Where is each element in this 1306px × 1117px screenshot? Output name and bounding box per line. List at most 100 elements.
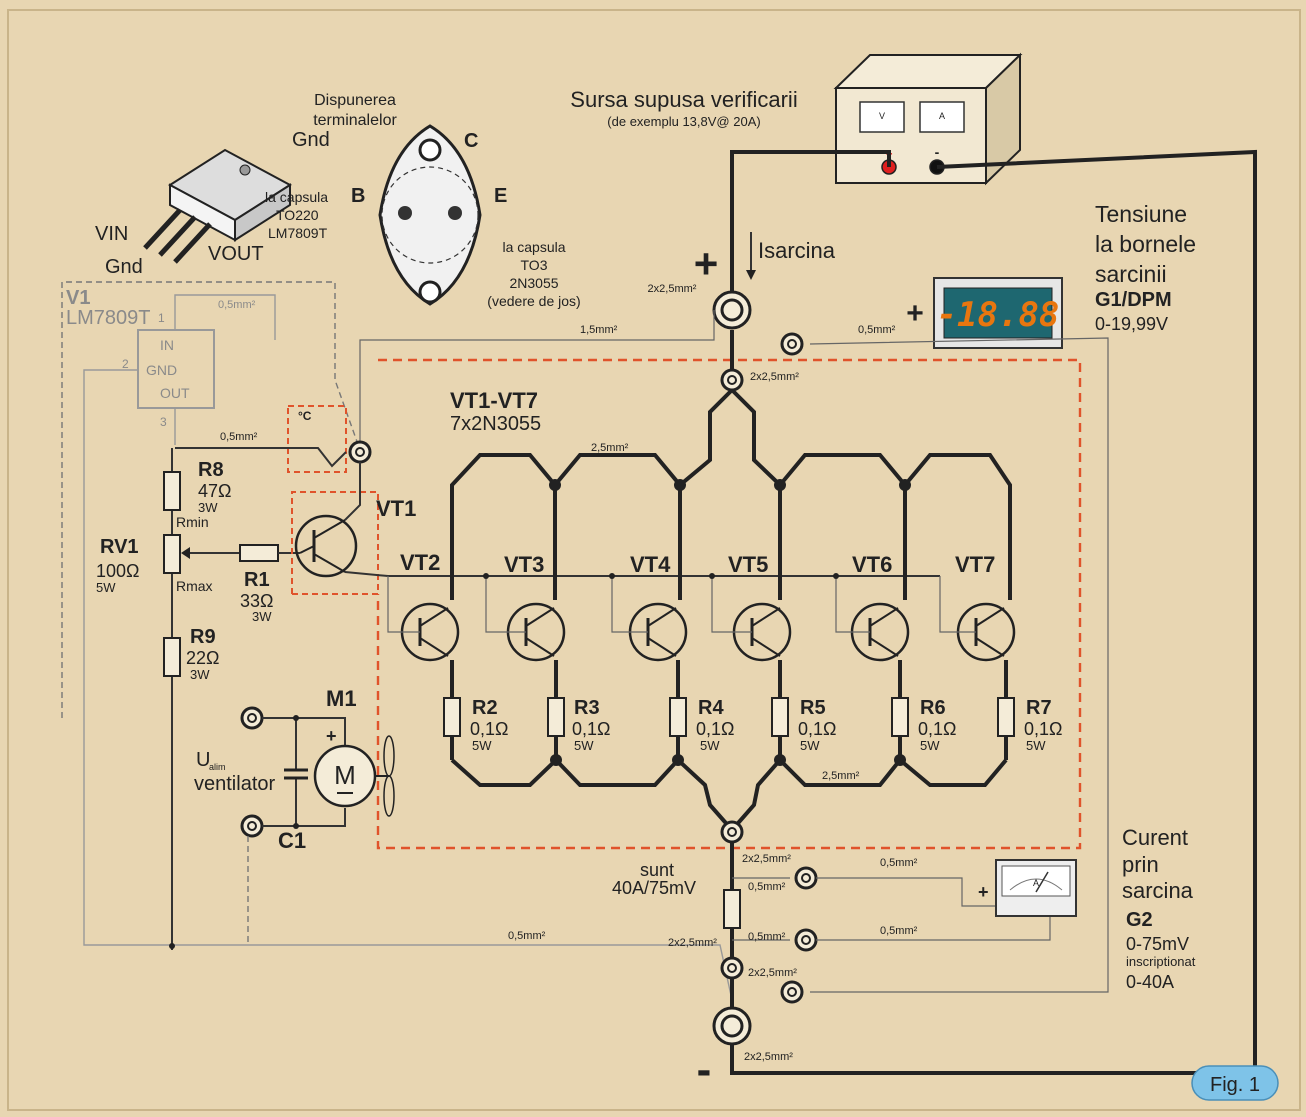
r7-label: R7 — [1026, 697, 1052, 719]
curent-label: Curent — [1122, 825, 1188, 850]
figure-badge — [1191, 1065, 1279, 1101]
tensiune-label: sarcinii — [1095, 261, 1167, 287]
dpm-reading: -18.88 — [937, 295, 1060, 335]
r9-value: 22Ω — [186, 648, 219, 668]
vt5-label: VT5 — [728, 552, 768, 577]
wire-label: 0,5mm² — [858, 324, 896, 336]
r1-resistor-icon — [239, 544, 279, 562]
m1-label: M1 — [326, 686, 357, 711]
minus-sign: - — [697, 1045, 712, 1094]
vt2-label: VT2 — [400, 550, 440, 575]
subtitle: (de exemplu 13,8V@ 20A) — [607, 114, 760, 129]
vt6-transistor-icon — [850, 602, 910, 662]
to220-package-icon — [143, 148, 292, 264]
pin-number: 1 — [158, 311, 165, 325]
wire-label: 0,5mm² — [218, 299, 256, 311]
wire-label: 2,5mm² — [591, 442, 629, 454]
package-caption: LM7809T — [268, 225, 328, 241]
pin-label: IN — [160, 337, 174, 353]
to3-package-icon — [378, 124, 482, 306]
r4-value: 0,1Ω — [696, 719, 734, 739]
wire-label: 0,5mm² — [880, 925, 918, 937]
plus-load-terminal — [712, 290, 752, 330]
pin-number: 2 — [122, 357, 129, 371]
package-caption: TO220 — [276, 207, 319, 223]
r5-value: 0,1Ω — [798, 719, 836, 739]
c1-label: C1 — [278, 828, 306, 853]
g1-label: G1/DPM — [1095, 289, 1172, 311]
rv1-value: 100Ω — [96, 561, 140, 581]
plus-sign: + — [694, 240, 719, 287]
r8-resistor-icon — [163, 471, 181, 511]
r7-value: 0,1Ω — [1024, 719, 1062, 739]
pin-label: OUT — [160, 385, 190, 401]
svg-text:M: M — [334, 760, 356, 790]
pin-label: B — [351, 185, 365, 207]
r4-label: R4 — [698, 697, 724, 719]
r9-resistor-icon — [163, 637, 181, 677]
tensiune-label: Tensiune — [1095, 201, 1187, 227]
r9-label: R9 — [190, 626, 216, 648]
pin-label: VIN — [95, 223, 128, 245]
g1-range: 0-19,99V — [1095, 314, 1168, 334]
pin-label: Gnd — [292, 129, 330, 151]
wire-label: 2x2,5mm² — [648, 283, 697, 295]
sunt-value: 40A/75mV — [612, 878, 696, 898]
r1-power: 3W — [252, 609, 272, 624]
arrow-down-icon — [746, 270, 756, 280]
package-caption: (vedere de jos) — [487, 293, 580, 309]
r5-label: R5 — [800, 697, 826, 719]
r8-value: 47Ω — [198, 481, 231, 501]
vt1-label: VT1 — [376, 496, 416, 521]
figure-label: Fig. 1 — [1210, 1074, 1260, 1096]
wire-label: 1,5mm² — [580, 324, 618, 336]
r3-label: R3 — [574, 697, 600, 719]
shunt-icon — [723, 889, 741, 929]
wire-label: 0,5mm² — [220, 431, 258, 443]
v1-label: V1 — [66, 287, 90, 309]
m1-plus: + — [326, 726, 337, 746]
r6-power: 5W — [920, 738, 940, 753]
vt6-label: VT6 — [852, 552, 892, 577]
wire-label: 0,5mm² — [748, 881, 786, 893]
r1-value: 33Ω — [240, 591, 273, 611]
dpm-meter — [933, 277, 1063, 349]
r7-power: 5W — [1026, 738, 1046, 753]
r8-power: 3W — [198, 500, 218, 515]
v1-part: LM7809T — [66, 307, 151, 329]
title: Sursa supusa verificarii — [570, 87, 797, 112]
wire-label: 2x2,5mm² — [742, 853, 791, 865]
fan-motor-icon: M — [313, 735, 395, 817]
vt1-transistor-icon — [291, 491, 379, 595]
wire-label: 0,5mm² — [508, 930, 546, 942]
r9-power: 3W — [190, 667, 210, 682]
sunt-label: sunt — [640, 860, 674, 880]
svg-text:A: A — [939, 111, 945, 121]
r1-label: R1 — [244, 569, 270, 591]
pin-label: GND — [146, 362, 177, 378]
wire-label: 2x2,5mm² — [668, 937, 717, 949]
rmin-label: Rmin — [176, 514, 209, 530]
wire-label: 2x2,5mm² — [750, 371, 799, 383]
r6-value: 0,1Ω — [918, 719, 956, 739]
emitter-resistors — [443, 660, 1015, 760]
minus-load-terminal — [712, 1006, 752, 1046]
r8-label: R8 — [198, 459, 224, 481]
ualim-label: U — [196, 749, 210, 771]
g2-range: 0-75mV — [1126, 934, 1189, 954]
g2-range2: 0-40A — [1126, 972, 1174, 992]
vt7-label: VT7 — [955, 552, 995, 577]
power-transistors — [387, 573, 1016, 662]
regulator-box — [137, 329, 215, 409]
pin-layout-label: terminalelor — [313, 112, 397, 129]
r5-power: 5W — [800, 738, 820, 753]
ammeter-icon: A — [995, 859, 1077, 917]
g2-label: G2 — [1126, 909, 1153, 931]
package-caption: 2N3055 — [509, 275, 558, 291]
ualim-sub: alim — [209, 762, 226, 772]
g2-inscription: inscriptionat — [1126, 954, 1196, 969]
dpm-plus: + — [906, 297, 924, 330]
package-caption: la capsula — [265, 189, 328, 205]
